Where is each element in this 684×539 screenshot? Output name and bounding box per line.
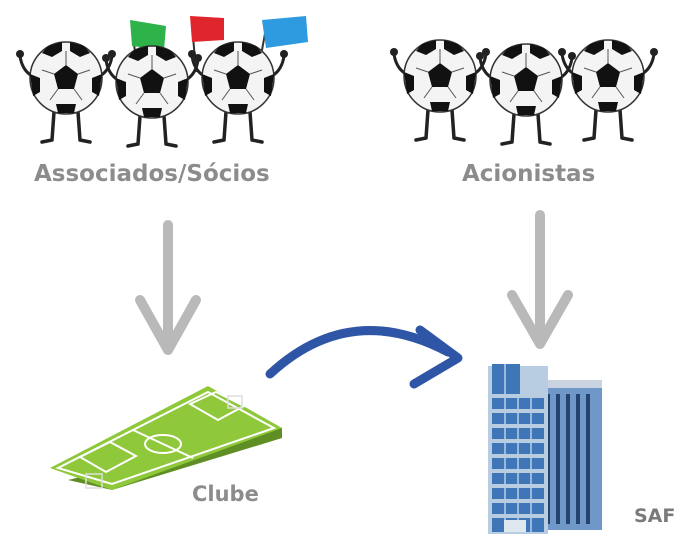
clube-label: Clube [192,482,259,506]
acionistas-label: Acionistas [462,161,596,187]
soccer-ball-mascot-icon [388,38,492,142]
soccer-ball-mascot-icon [186,40,290,144]
down-arrow-right-icon [507,210,573,349]
soccer-ball-mascot-icon [100,44,204,148]
acionistas-group [388,38,660,146]
down-arrow-left-icon [135,220,201,355]
soccer-ball-mascot-icon [14,40,118,144]
saf-label: SAF [634,505,676,527]
associados-group [14,16,308,148]
soccer-ball-mascot-icon [474,42,578,146]
associados-socios-label: Associados/Sócios [34,161,270,187]
curved-arrow-icon [265,325,463,389]
soccer-field-icon [50,386,282,490]
office-building-icon [488,364,602,534]
